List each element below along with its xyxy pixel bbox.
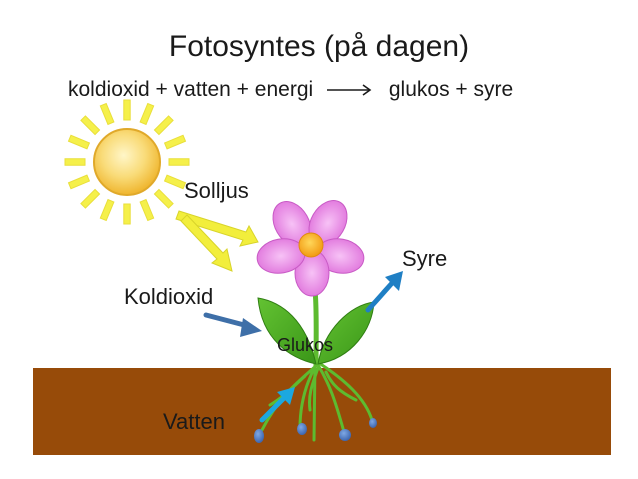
sun-ray xyxy=(64,158,86,166)
flower-icon xyxy=(256,200,365,297)
sun-ray xyxy=(139,198,155,222)
water-arrow xyxy=(259,387,295,423)
sun-ray xyxy=(153,188,174,209)
sun-icon xyxy=(93,128,161,196)
water-drop xyxy=(297,423,307,435)
water-drop xyxy=(369,418,377,428)
sun-ray xyxy=(163,174,187,190)
carbon-dioxide-arrow xyxy=(203,312,262,337)
sun-ray xyxy=(80,188,101,209)
leaf-left xyxy=(257,297,317,365)
sun-ray xyxy=(123,203,131,225)
flower-center xyxy=(298,232,324,258)
oxygen-arrow xyxy=(365,271,403,313)
sun-ray xyxy=(123,99,131,121)
sun-ray xyxy=(99,102,115,126)
sun-ray xyxy=(139,102,155,126)
label-sunlight: Solljus xyxy=(184,178,249,203)
soil xyxy=(33,368,611,455)
photosynthesis-equation: koldioxid + vatten + energi glukos + syr… xyxy=(68,78,578,102)
label-water: Vatten xyxy=(163,409,225,434)
label-oxygen: Syre xyxy=(402,246,448,271)
sun-ray xyxy=(67,134,91,150)
sunlight-arrow xyxy=(180,214,233,272)
label-glucose: Glukos xyxy=(277,335,334,355)
equation-products: glukos + syre xyxy=(388,78,514,101)
sun-ray xyxy=(153,115,174,136)
sun-ray xyxy=(168,158,190,166)
water-drops xyxy=(254,418,377,443)
sun-ray xyxy=(99,198,115,222)
sun-ray xyxy=(163,134,187,150)
sun-ray xyxy=(67,174,91,190)
sun-ray xyxy=(80,115,101,136)
equation-reactants: koldioxid + vatten + energi xyxy=(68,78,314,101)
label-carbon-dioxide: Koldioxid xyxy=(124,284,214,309)
sun-rays xyxy=(64,99,190,225)
sunlight-arrows xyxy=(175,210,259,272)
water-drop xyxy=(254,429,264,443)
water-drop xyxy=(339,429,351,441)
right-arrow-icon xyxy=(327,84,372,97)
page-title: Fotosyntes (på dagen) xyxy=(168,30,470,63)
